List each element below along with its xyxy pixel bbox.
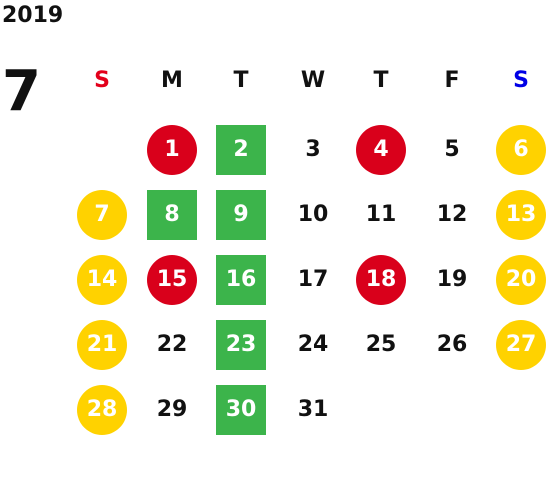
day-cell-10[interactable]: 10 <box>297 202 329 227</box>
day-cell-19[interactable]: 19 <box>436 267 468 292</box>
weekday-monday: M <box>161 68 183 93</box>
day-cell-31[interactable]: 31 <box>297 397 329 422</box>
day-cell-29[interactable]: 29 <box>156 397 188 422</box>
day-cell-11[interactable]: 11 <box>365 202 397 227</box>
day-cell-27[interactable]: 27 <box>496 320 546 370</box>
day-cell-22[interactable]: 22 <box>156 332 188 357</box>
day-cell-13[interactable]: 13 <box>496 190 546 240</box>
day-cell-24[interactable]: 24 <box>297 332 329 357</box>
day-cell-17[interactable]: 17 <box>297 267 329 292</box>
weekday-sunday: S <box>94 68 110 93</box>
day-cell-25[interactable]: 25 <box>365 332 397 357</box>
weekday-wednesday: W <box>300 68 326 93</box>
weekday-saturday: S <box>513 68 529 93</box>
day-cell-2[interactable]: 2 <box>216 125 266 175</box>
day-cell-6[interactable]: 6 <box>496 125 546 175</box>
day-cell-30[interactable]: 30 <box>216 385 266 435</box>
day-cell-5[interactable]: 5 <box>444 137 460 162</box>
day-cell-21[interactable]: 21 <box>77 320 127 370</box>
day-cell-8[interactable]: 8 <box>147 190 197 240</box>
day-cell-1[interactable]: 1 <box>147 125 197 175</box>
day-cell-3[interactable]: 3 <box>305 137 321 162</box>
weekday-tuesday: T <box>233 68 249 93</box>
day-cell-26[interactable]: 26 <box>436 332 468 357</box>
year-label: 2019 <box>2 3 64 28</box>
month-number: 7 <box>2 59 41 124</box>
day-cell-12[interactable]: 12 <box>436 202 468 227</box>
day-cell-23[interactable]: 23 <box>216 320 266 370</box>
day-cell-20[interactable]: 20 <box>496 255 546 305</box>
day-cell-7[interactable]: 7 <box>77 190 127 240</box>
day-cell-14[interactable]: 14 <box>77 255 127 305</box>
day-cell-18[interactable]: 18 <box>356 255 406 305</box>
day-cell-28[interactable]: 28 <box>77 385 127 435</box>
day-cell-9[interactable]: 9 <box>216 190 266 240</box>
day-cell-16[interactable]: 16 <box>216 255 266 305</box>
weekday-thursday: T <box>373 68 389 93</box>
day-cell-15[interactable]: 15 <box>147 255 197 305</box>
day-cell-4[interactable]: 4 <box>356 125 406 175</box>
weekday-friday: F <box>444 68 460 93</box>
